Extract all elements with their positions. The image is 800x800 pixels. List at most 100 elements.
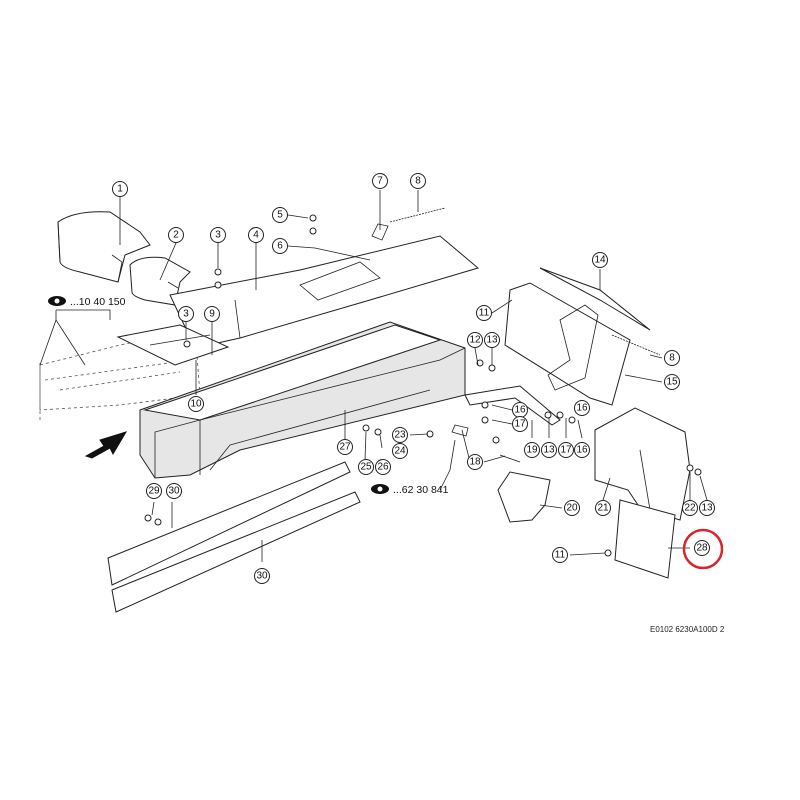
callout: 17 [558,442,574,458]
direction-arrow-icon [84,431,128,459]
hardware [144,214,702,557]
callout: 27 [337,439,353,455]
svg-text:11: 11 [555,550,566,561]
svg-text:3: 3 [183,309,189,320]
part-plate-9 [116,324,230,366]
callout: 19 [524,442,540,458]
callout: 2 [168,227,184,243]
svg-text:27: 27 [339,442,351,453]
svg-text:8: 8 [415,176,421,187]
eye-icon [371,484,389,494]
svg-text:30: 30 [168,486,180,497]
svg-text:9: 9 [209,309,215,320]
svg-text:28: 28 [696,543,708,554]
callout: 30 [166,483,182,499]
svg-text:23: 23 [394,430,406,441]
svg-text:16: 16 [514,405,526,416]
callout: 30 [254,568,270,584]
svg-text:6: 6 [277,241,283,252]
callout: 1 [112,181,128,197]
callout: 21 [595,500,611,516]
svg-text:15: 15 [666,377,678,388]
part-side-cover-21 [594,407,691,521]
callout: 29 [146,483,162,499]
svg-text:18: 18 [469,457,481,468]
callout: 13 [484,332,500,348]
svg-text:29: 29 [148,486,160,497]
svg-text:4: 4 [253,230,259,241]
part-plate-28 [614,499,676,579]
svg-text:10: 10 [190,399,202,410]
callout: 16 [574,442,590,458]
svg-text:17: 17 [560,445,572,456]
callout: 23 [392,427,408,443]
callout: 11 [552,547,568,563]
svg-text:13: 13 [486,335,498,346]
callout: 6 [272,238,288,254]
highlight-circle [682,528,724,570]
part-bracket-20 [497,471,551,523]
callout: 18 [467,454,483,470]
callout: 9 [204,306,220,322]
callout: 3 [178,306,194,322]
svg-text:16: 16 [576,445,588,456]
svg-text:16: 16 [576,403,588,414]
callout: 16 [574,400,590,416]
view-ref-1: ...10 40 150 [48,296,126,308]
part-blade-14 [539,267,651,331]
eye-icon [48,296,66,306]
callout: 8 [410,173,426,189]
part-plate-4 [169,235,480,349]
svg-text:25: 25 [360,462,372,473]
callout: 25 [358,459,374,475]
part-arm-19 [464,385,561,426]
callout: 20 [564,500,580,516]
view-ref-text: ...10 40 150 [70,296,126,308]
leader-lines [39,190,708,562]
svg-text:26: 26 [377,462,389,473]
svg-text:2: 2 [173,230,179,241]
callout: 4 [248,227,264,243]
callout: 22 [682,500,698,516]
callout: 17 [512,416,528,432]
svg-text:14: 14 [594,255,606,266]
callout: 14 [592,252,608,268]
svg-text:20: 20 [566,503,578,514]
svg-text:21: 21 [597,503,609,514]
callout: 24 [392,443,408,459]
callout: 8 [664,350,680,366]
callout: 13 [699,500,715,516]
callout: 11 [476,305,492,321]
svg-text:1: 1 [117,184,123,195]
part-guard-15 [504,282,631,406]
svg-text:8: 8 [669,353,675,364]
part-spring-8b [611,334,661,356]
svg-text:22: 22 [684,503,696,514]
part-main-beam [139,321,466,479]
part-strip-30a [107,461,351,586]
part-strip-30b [111,491,361,613]
svg-text:13: 13 [701,503,713,514]
svg-text:13: 13 [543,445,555,456]
svg-text:19: 19 [526,445,538,456]
svg-text:17: 17 [514,419,526,430]
svg-text:24: 24 [394,446,406,457]
callout: 10 [188,396,204,412]
callout: 15 [664,374,680,390]
view-ref-text: ...62 30 841 [393,484,449,496]
callout: 7 [372,173,388,189]
callout: 26 [375,459,391,475]
callout: 12 [467,332,483,348]
part-cover-1 [57,211,151,283]
part-spring-8a [389,207,446,223]
callout: 3 [210,227,226,243]
svg-text:12: 12 [469,335,481,346]
callout: 28 [694,540,710,556]
callout: 13 [541,442,557,458]
callout: 5 [272,207,288,223]
svg-text:7: 7 [377,176,383,187]
svg-text:3: 3 [215,230,221,241]
view-ref-2: ...62 30 841 [371,484,449,496]
callout: 16 [512,402,528,418]
svg-text:30: 30 [256,571,268,582]
